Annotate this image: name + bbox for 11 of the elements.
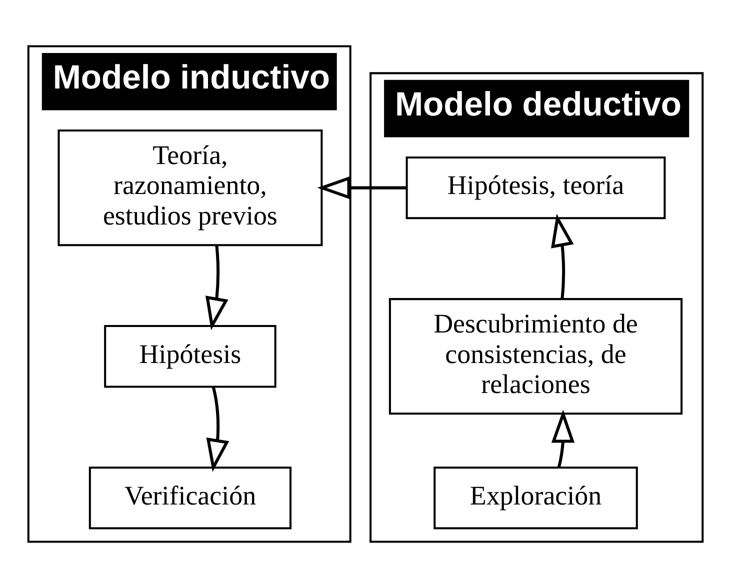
node-box: Exploración	[434, 466, 638, 529]
node-box: Teoría, razonamiento, estudios previos	[58, 129, 323, 246]
arrow	[205, 244, 228, 330]
arrow	[551, 409, 575, 468]
arrow	[317, 176, 406, 199]
node-box: Hipótesis, teoría	[406, 156, 666, 219]
arrow	[551, 213, 574, 299]
node-box: Verificación	[88, 466, 292, 529]
node-box: Hipótesis	[104, 324, 276, 388]
node-box: Descubrimiento de consistencias, de relaciones	[388, 298, 683, 414]
arrow	[206, 386, 230, 472]
